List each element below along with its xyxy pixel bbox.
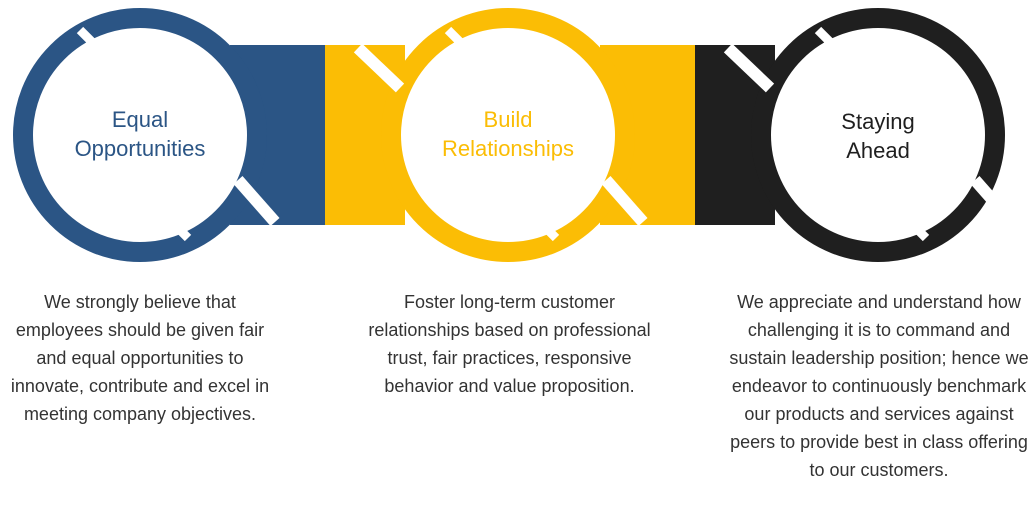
- ring-gap-left: [723, 43, 775, 93]
- ring-gap-right: [601, 176, 648, 226]
- title-line1: Build: [484, 107, 533, 132]
- ring-notch-top: [444, 26, 472, 54]
- ring-gap-left: [353, 43, 405, 93]
- title-line1: Equal: [112, 107, 168, 132]
- description-build-relationships: Foster long-term customer relationships …: [368, 292, 651, 396]
- ring-gap: [233, 176, 280, 226]
- ring-notch-top: [76, 26, 104, 54]
- ring-notch-bottom: [532, 214, 560, 242]
- ring-staying-ahead: Staying Ahead: [723, 8, 1017, 262]
- ring-notch-top: [814, 26, 842, 54]
- description-equal-opportunities: We strongly believe that employees shoul…: [10, 292, 270, 424]
- ring-notch-bottom: [164, 214, 192, 242]
- title-line2: Opportunities: [75, 136, 206, 161]
- ring-gap-right: [970, 176, 1017, 226]
- title-line2: Relationships: [442, 136, 574, 161]
- ring-notch-bottom: [902, 214, 930, 242]
- ring-equal-opportunities: Equal Opportunities: [13, 8, 280, 262]
- description-staying-ahead: We appreciate and understand how challen…: [729, 292, 1029, 480]
- title-line2: Ahead: [846, 138, 910, 163]
- title-line1: Staying: [841, 109, 914, 134]
- ring-build-relationships: Build Relationships: [353, 8, 648, 262]
